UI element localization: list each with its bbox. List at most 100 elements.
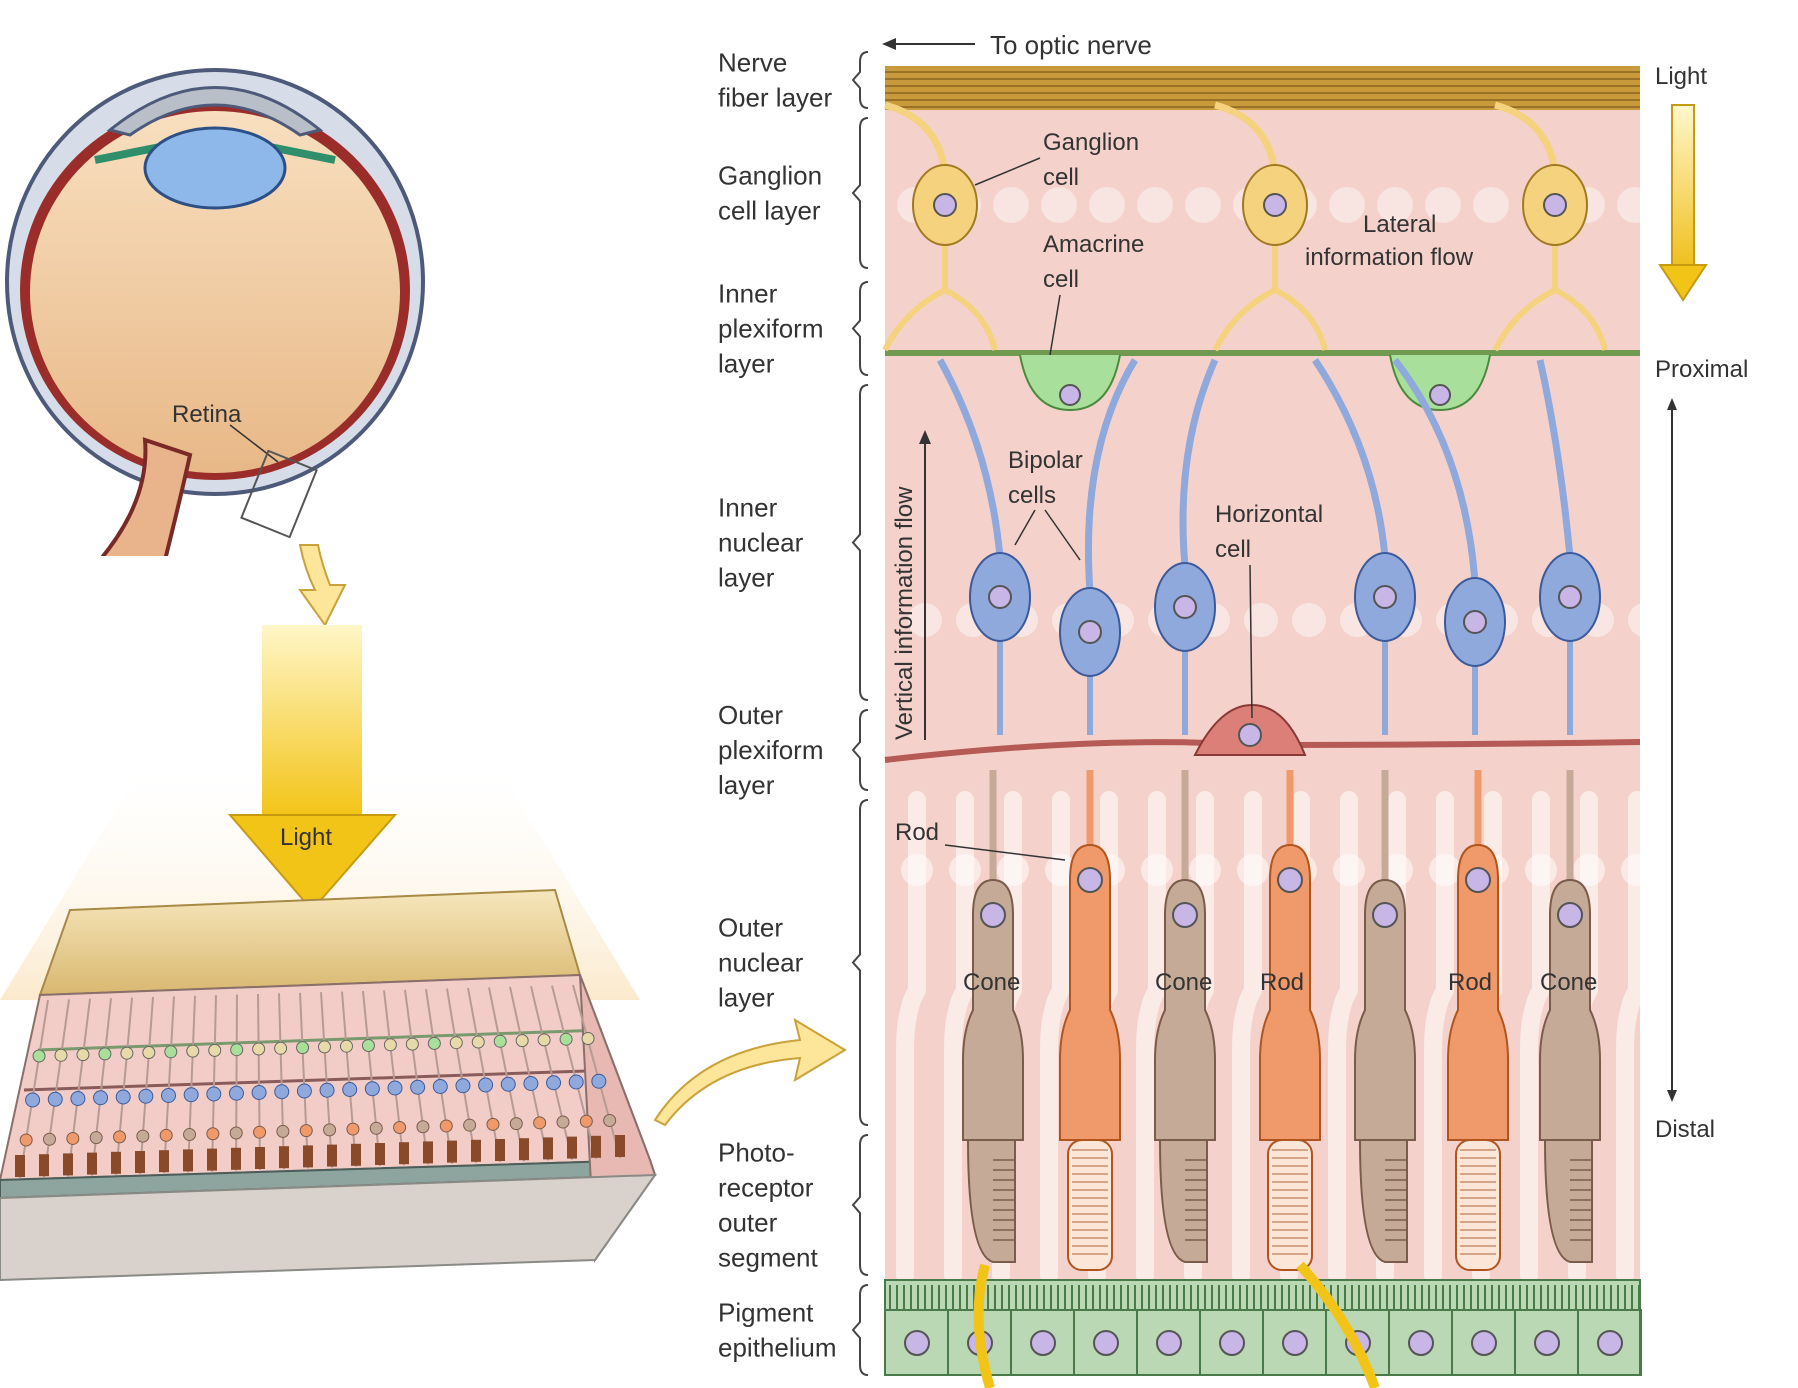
ghost-ganglion: [1185, 187, 1221, 223]
slab-cell-line: [211, 995, 217, 1172]
bipolar-axon: [1536, 359, 1574, 558]
slab-bipolar: [251, 1085, 267, 1100]
slab-bipolar: [25, 1092, 41, 1108]
rod-label: Rod: [1260, 969, 1304, 996]
slab-cell-line: [572, 984, 621, 1159]
slab-bipolar: [387, 1080, 403, 1096]
photoreceptor-nucleus: [1277, 867, 1303, 893]
slab-cell-line: [115, 997, 133, 1175]
lens-icon: [143, 126, 287, 210]
slab-cell-line: [362, 990, 381, 1167]
cone-inner-segment: [1354, 878, 1416, 1141]
layer-brace: [851, 799, 869, 1126]
slab-outer-segment: [207, 1148, 217, 1171]
layer-label-outer-nuclear: Outer: [718, 913, 783, 943]
slab-bipolar: [523, 1076, 539, 1091]
slab-cell-line: [404, 989, 429, 1165]
slab-cell-line: [187, 995, 196, 1173]
slab-cell-line: [551, 985, 597, 1160]
amacrine-nucleus: [1059, 384, 1081, 406]
photoreceptor-nucleus: [1077, 867, 1103, 893]
slab-inner-cell: [427, 1036, 441, 1050]
slab-bipolar: [546, 1075, 562, 1091]
slab-outer-segment: [231, 1147, 241, 1170]
layer-label-nerve-fiber: Nerve: [718, 48, 787, 78]
slab-cell-line: [43, 999, 70, 1178]
ganglion-dendrites: [882, 235, 998, 352]
slab-cell-line: [383, 990, 405, 1166]
slab-outer-segment: [15, 1155, 25, 1177]
slab-outer-segment: [543, 1137, 553, 1160]
slab-outer-segment: [111, 1151, 121, 1174]
slab-bipolar: [161, 1088, 176, 1103]
retina-label: Retina: [172, 401, 242, 428]
layer-label-inner-nuclear: Inner: [718, 493, 778, 523]
slab-outer-segment: [399, 1142, 409, 1165]
bipolar-axon: [1392, 357, 1479, 583]
layer-label-inner-plexiform: plexiform: [718, 314, 823, 344]
slab-inner-cell: [537, 1033, 551, 1047]
slab-photoreceptor: [43, 1132, 56, 1146]
horizontal-label-2: cell: [1215, 536, 1251, 563]
slab-bipolar: [432, 1079, 448, 1094]
slab-photoreceptor: [603, 1114, 617, 1127]
slab-outer-segment: [183, 1149, 193, 1172]
slab-outer-segment: [423, 1141, 433, 1164]
ghost-ganglion: [1137, 187, 1173, 223]
lateral-flow-label-2: information flow: [1305, 244, 1474, 271]
slab-photoreceptor: [183, 1128, 197, 1142]
slab-cell-line: [320, 992, 333, 1168]
slab-outer-segment: [351, 1143, 361, 1166]
ganglion-label-1: Ganglion: [1043, 129, 1139, 156]
slab-bipolar: [455, 1078, 471, 1094]
slab-photoreceptor: [136, 1129, 150, 1143]
bipolar-axon: [1312, 358, 1389, 558]
layer-brace: [851, 384, 869, 701]
epithelial-nucleus: [1093, 1330, 1119, 1356]
slab-photoreceptor: [533, 1116, 547, 1130]
light-path-right: [1296, 1261, 1380, 1388]
ghost-ganglion: [1329, 187, 1365, 223]
ghost-photoreceptor: [1520, 791, 1550, 1284]
slab-inner-cell: [318, 1040, 332, 1054]
layer-label-inner-plexiform: layer: [718, 349, 775, 379]
photoreceptor-nucleus: [980, 902, 1006, 928]
light-arrow-icon: [227, 814, 398, 912]
vitreous: [30, 111, 400, 473]
slab-cell-line: [467, 987, 501, 1163]
optic-nerve-annotation: To optic nerve: [882, 30, 1152, 60]
nerve-fiber-lines: [885, 71, 1640, 108]
rod-inner-segment: [1447, 843, 1509, 1141]
vertical-flow-label: Vertical information flow: [891, 486, 918, 740]
slab-outer-segment: [63, 1153, 73, 1176]
ghost-ganglion: [1377, 187, 1413, 223]
bipolar-nucleus: [1173, 595, 1197, 619]
slab-outer-segment: [375, 1143, 385, 1165]
slab-photoreceptor: [509, 1117, 523, 1131]
slab-photoreceptor: [206, 1127, 220, 1141]
layer-label-photoreceptor-outer-segment: Photo-: [718, 1138, 795, 1168]
ghost-ganglion: [1041, 187, 1077, 223]
slab-photoreceptor: [369, 1121, 383, 1135]
ghost-ganglion: [1617, 187, 1653, 223]
layer-label-inner-plexiform: Inner: [718, 279, 778, 309]
slab-bipolar: [591, 1073, 607, 1089]
slab-bipolar: [342, 1082, 358, 1097]
slab-outer-segment: [495, 1139, 505, 1161]
slab-bipolar: [70, 1091, 86, 1106]
slab-cell-line: [488, 987, 525, 1162]
photoreceptor-nucleus: [1372, 902, 1398, 928]
bipolar-nucleus: [1078, 620, 1102, 644]
slab-inner-cell: [120, 1046, 134, 1060]
slab-inner-cell: [142, 1046, 156, 1059]
layer-label-ganglion-cell: Ganglion: [718, 161, 822, 191]
photoreceptor-nucleus: [1172, 902, 1198, 928]
slab-outer-segment: [255, 1147, 265, 1169]
vertical-flow-annotation: Vertical information flow: [891, 430, 931, 740]
slab-photoreceptor: [113, 1130, 127, 1144]
layer-label-photoreceptor-outer-segment: segment: [718, 1243, 818, 1273]
layer-label-photoreceptor-outer-segment: outer: [718, 1208, 778, 1238]
slab-photoreceptor: [299, 1124, 313, 1138]
